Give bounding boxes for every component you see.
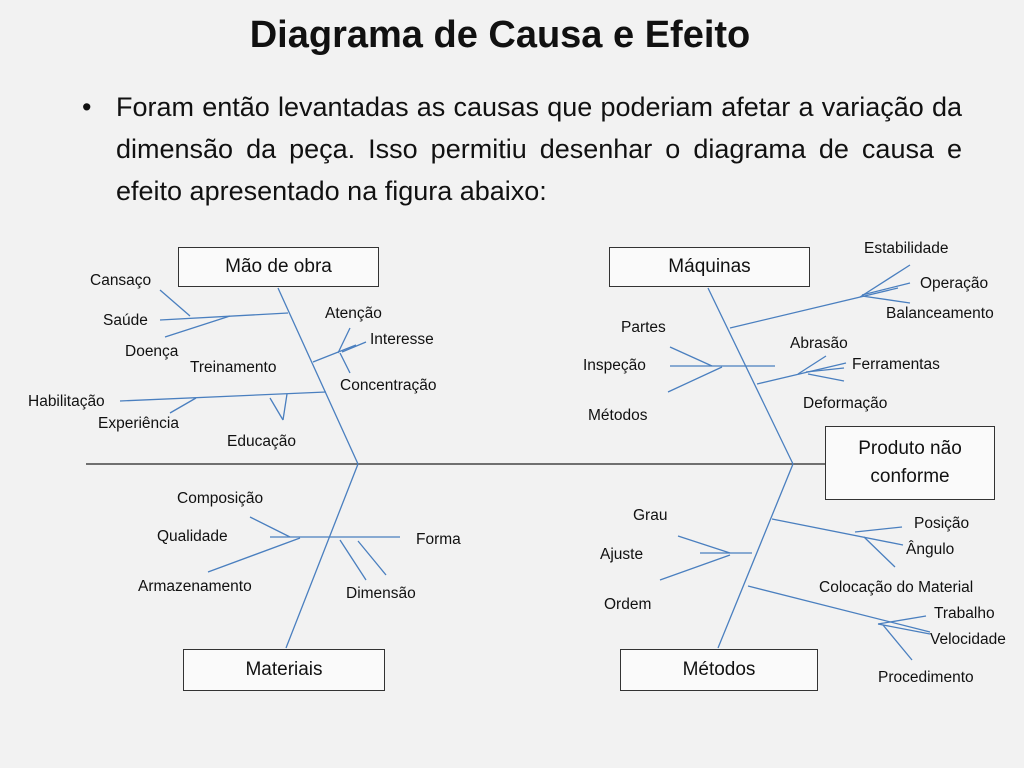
cause-label-armazenamento: Armazenamento xyxy=(138,578,252,595)
cause-label-balanceamento: Balanceamento xyxy=(886,305,994,322)
sub-estabilidade xyxy=(859,264,911,298)
sub-velocidade xyxy=(877,623,931,635)
bone-materiais xyxy=(285,463,359,649)
sub-grau xyxy=(677,535,731,554)
category-box-materiais: Materiais xyxy=(183,649,385,691)
sub-ordem xyxy=(659,554,731,581)
branch-saude xyxy=(159,312,289,321)
sub-dimensao-2 xyxy=(339,539,367,581)
cause-label-partes: Partes xyxy=(621,319,666,336)
sub-armazenamento xyxy=(207,537,301,573)
bullet-paragraph: • Foram então levantadas as causas que p… xyxy=(82,86,962,212)
cause-label-grau: Grau xyxy=(633,507,668,524)
sub-partes xyxy=(669,346,713,367)
sub-balanceamento xyxy=(861,295,911,304)
cause-label-experiencia: Experiência xyxy=(98,415,179,432)
category-box-maquinas: Máquinas xyxy=(609,247,810,287)
cause-label-doenca: Doença xyxy=(125,343,179,360)
cause-label-metodos-sub: Métodos xyxy=(588,407,648,424)
cause-label-saude: Saúde xyxy=(103,312,148,329)
sub-experiencia xyxy=(169,397,197,414)
sub-trabalho xyxy=(877,615,927,625)
sub-cansaco xyxy=(159,289,191,317)
sub-interesse xyxy=(341,341,367,353)
sub-procedimento xyxy=(882,624,913,661)
cause-label-ajuste: Ajuste xyxy=(600,546,644,563)
sub-atencao xyxy=(337,327,351,354)
cause-label-interesse: Interesse xyxy=(370,331,434,348)
cause-label-ordem: Ordem xyxy=(604,596,652,613)
cause-label-velocidade: Velocidade xyxy=(930,631,1006,648)
cause-label-estabilidade: Estabilidade xyxy=(864,240,949,257)
sub-dimensao-1 xyxy=(357,540,387,576)
cause-label-composicao: Composição xyxy=(177,490,264,507)
cause-label-concentracao: Concentração xyxy=(340,377,437,394)
sub-ferramentas xyxy=(805,367,845,373)
cause-label-operacao: Operação xyxy=(920,275,989,292)
branch-habilitacao xyxy=(119,391,327,402)
sub-treinamento xyxy=(269,397,284,421)
cause-label-colocacao: Colocação do Material xyxy=(819,579,974,596)
branch-atencao xyxy=(312,344,357,363)
cause-label-treinamento: Treinamento xyxy=(190,359,277,376)
cause-label-qualidade: Qualidade xyxy=(157,528,228,545)
cause-label-inspecao: Inspeção xyxy=(583,357,646,374)
branch-trabalho xyxy=(747,585,931,633)
sub-educacao xyxy=(282,393,288,421)
category-box-mao-de-obra: Mão de obra xyxy=(178,247,379,287)
cause-label-cansaco: Cansaço xyxy=(90,272,152,289)
bone-metodos xyxy=(717,463,794,649)
branch-posicao xyxy=(771,518,904,546)
sub-concentracao xyxy=(339,352,351,374)
cause-label-educacao: Educação xyxy=(227,433,296,450)
cause-label-deformacao: Deformação xyxy=(803,395,888,412)
branch-abrasao xyxy=(756,362,847,385)
category-box-metodos: Métodos xyxy=(620,649,818,691)
cause-label-angulo: Ângulo xyxy=(906,541,955,558)
cause-label-forma: Forma xyxy=(416,531,461,548)
sub-operacao xyxy=(861,282,911,296)
bone-mao-de-obra xyxy=(277,287,359,465)
effect-box: Produto não conforme xyxy=(825,426,995,500)
cause-label-trabalho: Trabalho xyxy=(934,605,995,622)
cause-label-habilitacao: Habilitação xyxy=(28,393,105,410)
sub-metodos-sub xyxy=(667,366,723,393)
sub-composicao xyxy=(249,516,291,538)
sub-abrasao xyxy=(797,355,827,375)
sub-angulo xyxy=(863,536,896,568)
bone-maquinas xyxy=(707,287,794,465)
cause-label-ferramentas: Ferramentas xyxy=(852,356,940,373)
cause-label-posicao: Posição xyxy=(914,515,970,532)
bullet-dot-icon: • xyxy=(82,92,92,122)
sub-doenca xyxy=(164,315,231,338)
bullet-text: Foram então levantadas as causas que pod… xyxy=(116,92,962,206)
sub-deformacao xyxy=(807,373,845,382)
slide-title: Diagrama de Causa e Efeito xyxy=(249,14,751,56)
cause-label-procedimento: Procedimento xyxy=(878,669,974,686)
branch-estabilidade xyxy=(729,287,899,329)
sub-posicao xyxy=(854,526,903,533)
cause-label-atencao: Atenção xyxy=(325,305,382,322)
cause-label-dimensao: Dimensão xyxy=(346,585,416,602)
cause-label-abrasao: Abrasão xyxy=(790,335,848,352)
